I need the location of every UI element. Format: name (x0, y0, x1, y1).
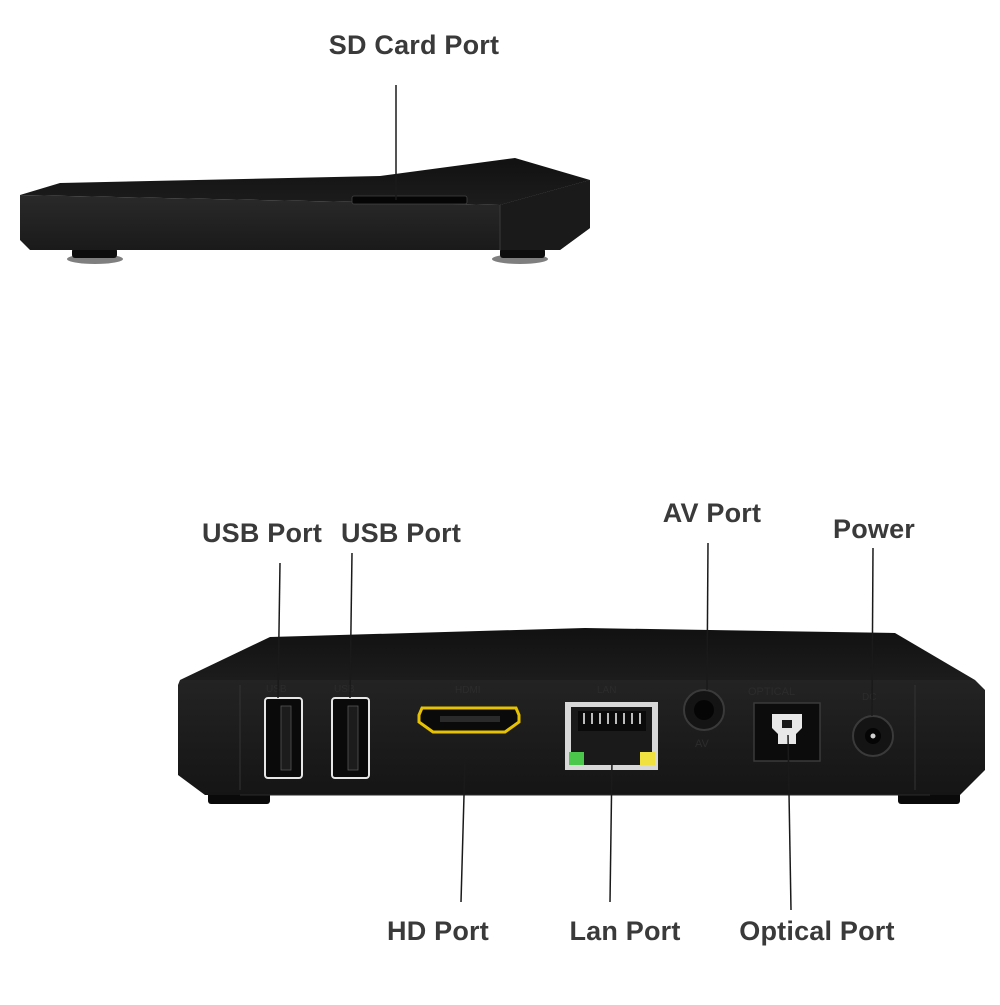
leader-optical (787, 734, 792, 911)
svg-text:OPTICAL: OPTICAL (748, 686, 795, 698)
label-power: Power (832, 514, 916, 544)
label-usb-port-1: USB Port (201, 518, 323, 548)
leader-usb-1 (277, 562, 281, 699)
svg-text:USB: USB (334, 684, 355, 695)
label-usb-port-2: USB Port (340, 518, 462, 548)
svg-text:LAN: LAN (597, 685, 616, 696)
svg-text:AV: AV (695, 738, 710, 750)
optical-port: OPTICAL (748, 686, 821, 762)
leader-av (706, 542, 709, 691)
usb-port-2: USB (331, 684, 370, 779)
leader-usb-2 (349, 552, 353, 699)
svg-text:DC: DC (862, 692, 876, 703)
lan-activity-led (640, 752, 655, 765)
label-lan-port: Lan Port (569, 916, 681, 946)
av-jack: AV (683, 689, 725, 750)
leader-lines (277, 85, 874, 911)
device-back-view: USB USB HDMI LAN (178, 628, 985, 804)
leader-hd (460, 759, 466, 903)
leader-power (871, 547, 874, 717)
sd-card-slot (351, 195, 468, 205)
hdmi-port: HDMI (417, 685, 521, 734)
label-hd-port: HD Port (387, 916, 489, 946)
label-optical-port: Optical Port (739, 916, 895, 946)
leader-lan (609, 759, 613, 903)
svg-text:HDMI: HDMI (455, 685, 481, 696)
device-side-view (20, 158, 590, 264)
usb-port-1: USB (264, 684, 303, 779)
label-sd-card-port: SD Card Port (328, 30, 500, 60)
lan-link-led (569, 752, 584, 765)
label-av-port: AV Port (662, 498, 762, 528)
power-jack: DC (852, 692, 894, 757)
lan-port: LAN (565, 685, 658, 770)
svg-text:USB: USB (266, 684, 287, 695)
